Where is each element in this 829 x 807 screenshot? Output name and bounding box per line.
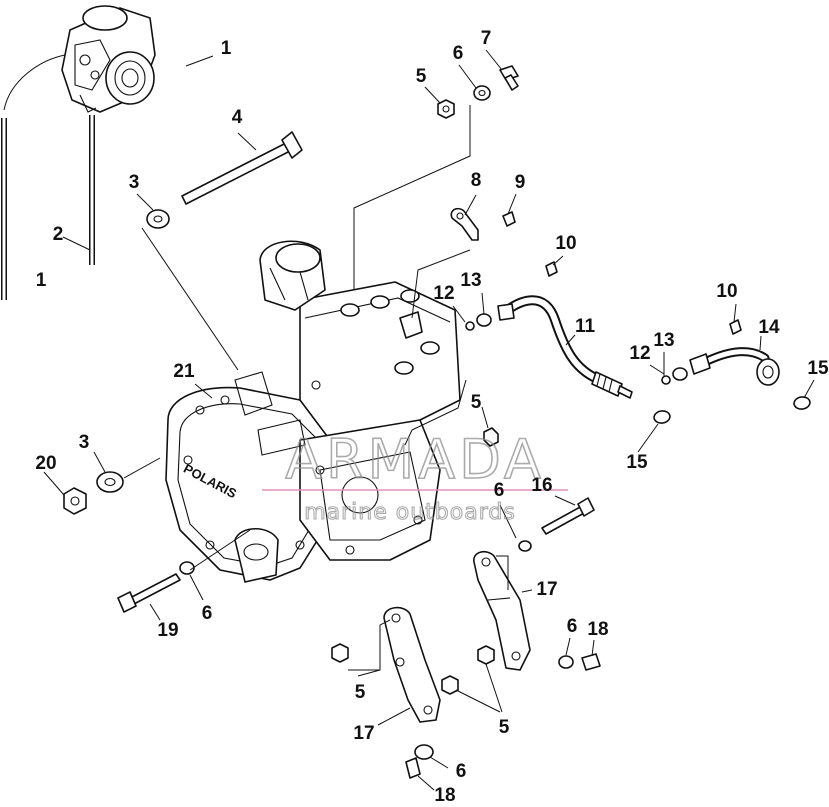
callout-6: 6 — [567, 616, 578, 637]
callout-20: 20 — [35, 453, 56, 474]
callout-1: 1 — [36, 270, 47, 291]
callout-13: 13 — [653, 330, 674, 351]
watermark-tagline: marine outboards — [304, 500, 516, 525]
leader-lines — [43, 49, 815, 791]
callout-15: 15 — [626, 452, 648, 473]
callout-21: 21 — [173, 361, 195, 382]
callout-labels: 1 1 2 3 3 4 5 5 5 5 6 6 6 6 6 7 8 9 10 1… — [35, 28, 829, 806]
callout-12: 12 — [629, 343, 650, 364]
top-nut-washer-bolt — [437, 65, 519, 119]
callout-3: 3 — [129, 172, 140, 193]
carburetor — [61, 5, 156, 113]
callout-12: 12 — [433, 283, 454, 304]
callout-10: 10 — [555, 233, 576, 254]
clip-and-screw — [450, 207, 516, 241]
callout-19: 19 — [157, 620, 178, 641]
watermark-brand: ARMADA — [285, 428, 545, 491]
mount-bracket-upper — [473, 497, 595, 671]
vent-hoses — [1, 6, 182, 300]
callout-11: 11 — [575, 316, 596, 337]
callout-17: 17 — [536, 579, 557, 600]
lower-fasteners — [331, 643, 601, 779]
callout-6: 6 — [202, 603, 213, 624]
callout-15: 15 — [807, 358, 829, 379]
callout-2: 2 — [53, 224, 64, 245]
long-bolt — [181, 131, 303, 205]
callout-6: 6 — [456, 761, 467, 782]
callout-7: 7 — [481, 28, 492, 49]
left-fasteners — [63, 471, 195, 613]
callout-3: 3 — [79, 432, 90, 453]
mount-bracket-lower — [383, 606, 441, 723]
callout-1: 1 — [221, 38, 232, 59]
callout-5: 5 — [499, 717, 510, 738]
callout-18: 18 — [434, 785, 455, 806]
callout-10: 10 — [716, 281, 737, 302]
callout-5: 5 — [416, 66, 427, 87]
callout-5: 5 — [355, 682, 366, 703]
callout-17: 17 — [353, 723, 374, 744]
callout-5: 5 — [471, 392, 482, 413]
oil-line-rear — [653, 319, 811, 424]
callout-4: 4 — [232, 107, 243, 128]
washer-upper — [146, 209, 170, 229]
callout-13: 13 — [460, 270, 481, 291]
callout-6: 6 — [494, 480, 505, 501]
watermark-text: ARMADA marine outboards — [262, 427, 568, 526]
callout-14: 14 — [758, 317, 780, 338]
callout-18: 18 — [587, 619, 608, 640]
oil-line-front — [465, 261, 633, 399]
callout-9: 9 — [515, 172, 526, 193]
callout-16: 16 — [531, 475, 552, 496]
callout-8: 8 — [471, 170, 482, 191]
callout-6: 6 — [453, 43, 464, 64]
